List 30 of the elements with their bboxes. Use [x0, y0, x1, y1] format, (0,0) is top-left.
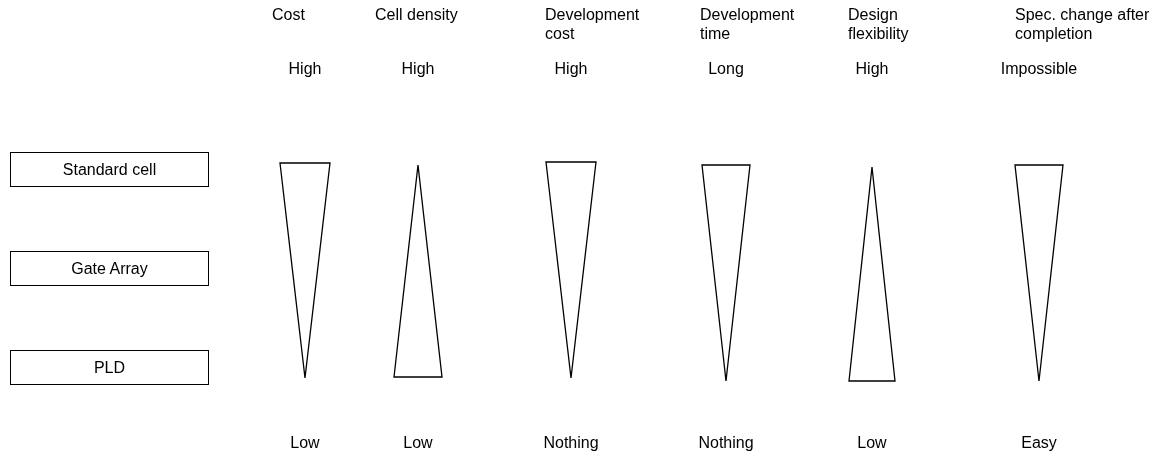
wedge-scale-triangle — [279, 162, 331, 379]
low-end-value: Low — [856, 433, 888, 452]
box-label: Gate Array — [71, 259, 148, 278]
low-end-value: Nothing — [542, 433, 600, 452]
high-end-value: High — [553, 59, 589, 78]
low-end-value: Nothing — [697, 433, 755, 452]
high-end-value: High — [400, 59, 436, 78]
column-header: Cell density — [375, 5, 459, 24]
high-end-value: High — [287, 59, 323, 78]
box-label: PLD — [93, 358, 126, 377]
wedge-scale-triangle — [393, 164, 443, 378]
wedge-scale-triangle — [848, 166, 896, 382]
wedge-scale-triangle — [545, 161, 597, 379]
column-header: Cost — [272, 5, 306, 24]
high-end-value: Long — [707, 59, 745, 78]
category-box — [10, 251, 209, 286]
wedge-scale-triangle — [701, 164, 751, 382]
low-end-value: Easy — [1020, 433, 1058, 452]
box-label: Standard cell — [62, 160, 157, 179]
low-end-value: Low — [402, 433, 434, 452]
column-header: Development time — [700, 5, 796, 43]
column-header: Design flexibility — [848, 5, 910, 43]
column-header: Development cost — [545, 5, 641, 43]
category-box — [10, 152, 209, 187]
category-box — [10, 350, 209, 385]
column-header: Spec. change after completion — [1015, 5, 1151, 43]
wedge-scale-triangle — [1014, 164, 1064, 382]
high-end-value: High — [854, 59, 890, 78]
high-end-value: Impossible — [999, 59, 1079, 78]
low-end-value: Low — [289, 433, 321, 452]
